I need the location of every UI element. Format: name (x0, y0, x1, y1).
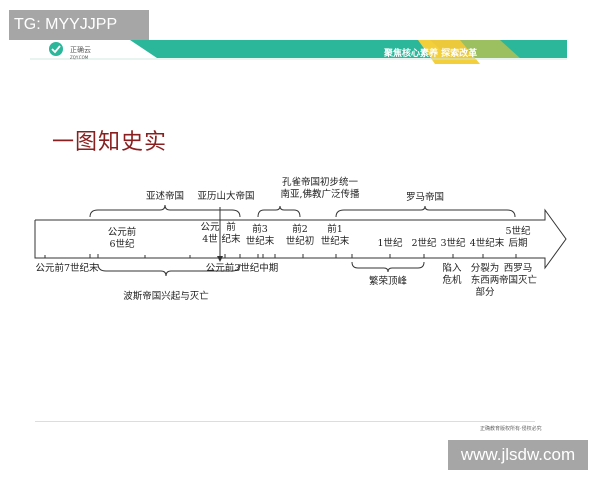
label-c3: 3世纪 (440, 238, 466, 249)
slogan: 聚焦核心素养 探索改革 (384, 49, 478, 59)
watermark-top: TG: MYYJJPP (9, 10, 149, 40)
logo-name: 正确云 (70, 46, 91, 54)
logo-url: ZQY.COM (70, 55, 89, 60)
label-rome: 罗马帝国 (405, 192, 445, 203)
rome-brace (335, 205, 516, 218)
label-split: 分裂为东西两部分 (470, 263, 500, 298)
page-title: 一图知史实 (52, 130, 168, 155)
label-c4: 4世纪末 (469, 238, 505, 249)
watermark-bottom: www.jlsdw.com (448, 440, 588, 470)
timeline-ticks (44, 254, 517, 258)
assyria-brace (89, 204, 241, 218)
label-peak: 繁荣顶峰 (368, 276, 408, 287)
label-bc7: 公元前7世纪末 (35, 263, 99, 274)
timeline-arrow (34, 208, 567, 270)
label-bc4b: 前纪末 (221, 222, 241, 245)
label-alexander: 亚历山大帝国 (197, 191, 255, 202)
label-c5: 5世纪后期 (505, 226, 531, 249)
label-c2: 2世纪 (411, 238, 437, 249)
persia-brace (97, 263, 241, 277)
footer-divider (35, 421, 535, 422)
maurya-brace (257, 205, 301, 218)
logo: 正确云 ZQY.COM (70, 47, 91, 61)
header-banner (30, 40, 567, 65)
label-assyria: 亚述帝国 (145, 191, 185, 202)
label-persia: 波斯帝国兴起与灭亡 (123, 291, 209, 302)
label-maurya-1: 孔雀帝国初步统一 (281, 177, 359, 188)
label-fall: 西罗马帝国灭亡 (498, 263, 538, 286)
peak-brace (351, 261, 425, 273)
label-crisis: 陷入危机 (442, 263, 462, 286)
label-c1: 1世纪 (377, 238, 403, 249)
label-bc3mid: 公元前3世纪中期 (205, 263, 279, 274)
label-maurya-2: 南亚,佛教广泛传播 (280, 189, 360, 200)
footer-copyright: 正确教育版权所有·侵权必究 (480, 426, 542, 432)
logo-check-icon (49, 42, 63, 56)
